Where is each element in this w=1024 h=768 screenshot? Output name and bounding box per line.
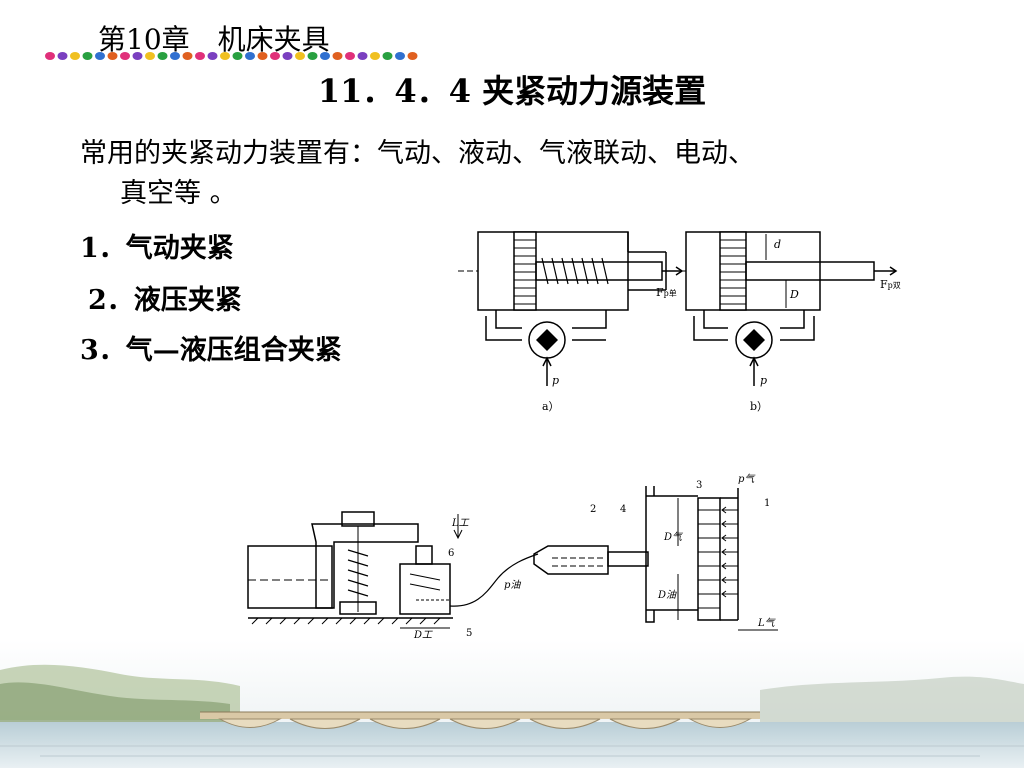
caption-a: a） [542, 400, 560, 413]
intro-line-1: 常用的夹紧动力装置有：气动、液动、气液联动、电动、 [80, 138, 755, 169]
list-item-gas-hydraulic: 3．气—液压组合夹紧 [80, 335, 342, 366]
landscape-bridge-footer [0, 640, 1024, 768]
list-item-pneumatic: 1．气动夹紧 [80, 233, 234, 264]
part-number-1: 1 [764, 498, 770, 509]
gas-hydraulic-clamp-diagram: L工 D工 6 5 p油 2 4 3 1 p气 D气 D油 L气 [247, 473, 778, 641]
decorative-dot [95, 52, 105, 60]
part-number-4: 4 [620, 504, 626, 515]
gas-stroke-label: L气 [757, 617, 777, 629]
rod-diameter-label: d [774, 238, 781, 251]
part-number-2: 2 [590, 504, 596, 515]
decorative-dot [332, 52, 343, 60]
decorative-dot [295, 52, 305, 60]
decorative-dot [132, 52, 143, 60]
part-number-5: 5 [466, 628, 472, 639]
decorative-dot [145, 52, 155, 60]
oil-pressure-label: p油 [504, 579, 521, 591]
pressure-label-b: p [760, 374, 767, 387]
decorative-dot [157, 52, 168, 60]
decorative-dot [307, 52, 318, 60]
decorative-dot [395, 52, 405, 60]
caption-b: b） [750, 400, 768, 413]
decorative-dot [232, 52, 243, 60]
gas-pressure-label: p气 [738, 473, 756, 485]
diameter-label-work: D工 [413, 630, 433, 641]
clamp-mechanism [247, 511, 539, 629]
decorative-dot [195, 52, 205, 60]
pneumatic-cylinder-diagram: Fp单 p a） d D Fp双 p b） [458, 231, 901, 413]
gas-bore-label: D气 [663, 531, 684, 543]
decorative-dot [320, 52, 330, 60]
part-number-3: 3 [696, 480, 702, 491]
cylinder-b [682, 231, 898, 386]
decorative-dot [207, 52, 218, 60]
decorative-dot-row [45, 52, 418, 60]
slide-title: 11．4．4 夹紧动力源装置 [317, 72, 707, 110]
intro-line-2: 真空等 。 [120, 178, 237, 209]
decorative-dot [345, 52, 355, 60]
decorative-dot [120, 52, 130, 60]
oil-bore-label: D油 [657, 589, 677, 601]
part-number-6: 6 [448, 548, 454, 559]
decorative-dot [170, 52, 180, 60]
decorative-dot [70, 52, 80, 60]
decorative-dot [82, 52, 93, 60]
cylinder-a [458, 231, 684, 386]
decorative-dot [57, 52, 68, 60]
decorative-dot [270, 52, 280, 60]
stroke-label-work: L工 [451, 518, 470, 529]
force-label-b: Fp双 [880, 278, 901, 291]
decorative-dot [282, 52, 293, 60]
bore-diameter-label: D [789, 288, 799, 301]
pressure-label-a: p [552, 374, 559, 387]
decorative-dot [220, 52, 230, 60]
force-label-a: Fp单 [656, 286, 677, 299]
chapter-header: 第10章 机床夹具 [98, 23, 330, 56]
decorative-dot [182, 52, 193, 60]
booster-unit [533, 486, 778, 631]
decorative-dot [407, 52, 418, 60]
decorative-dot [370, 52, 380, 60]
decorative-dot [382, 52, 393, 60]
list-item-hydraulic: 2．液压夹紧 [88, 285, 242, 316]
decorative-dot [257, 52, 268, 60]
decorative-dot [45, 52, 55, 60]
decorative-dot [245, 52, 255, 60]
intro-paragraph: 常用的夹紧动力装置有：气动、液动、气液联动、电动、 真空等 。 [80, 134, 960, 214]
decorative-dot [357, 52, 368, 60]
decorative-dot [107, 52, 118, 60]
